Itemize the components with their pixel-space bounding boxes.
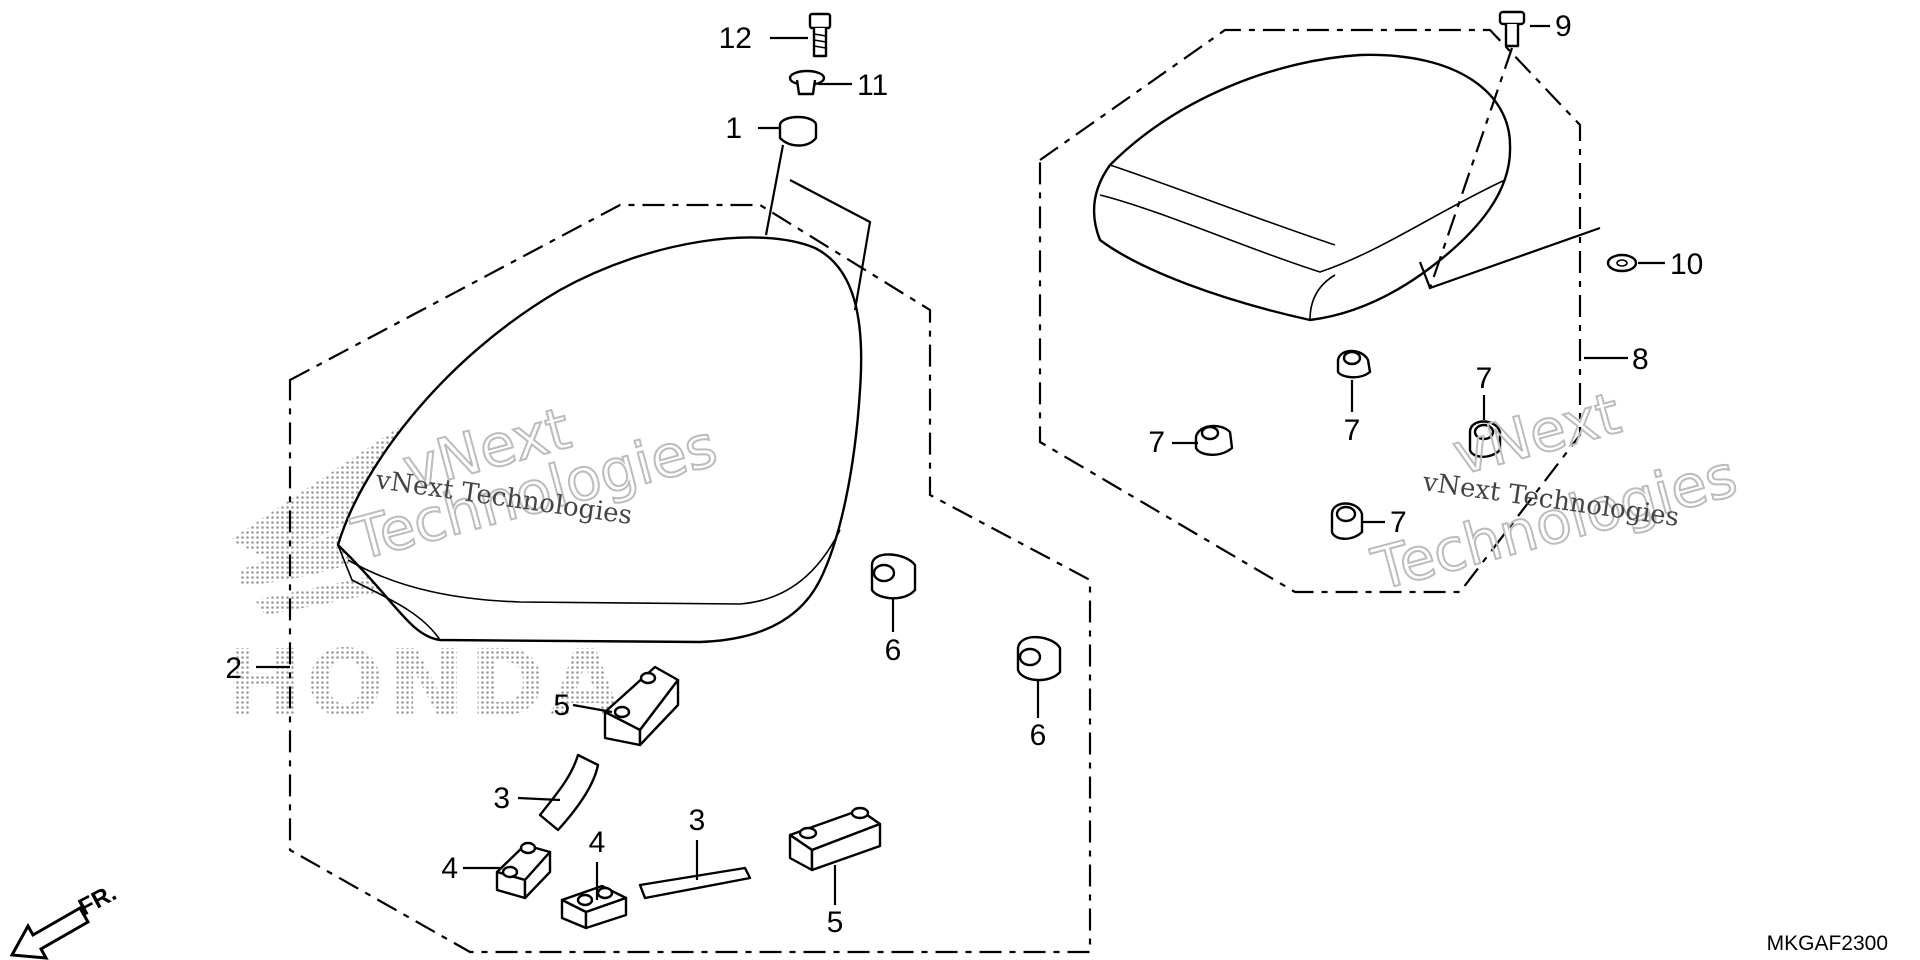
- cushion-7d: [1330, 502, 1364, 540]
- callout-7d: 7: [1390, 506, 1407, 539]
- callout-7c: 7: [1476, 362, 1493, 395]
- callout-8: 8: [1632, 343, 1649, 376]
- callout-1: 1: [725, 112, 742, 145]
- block-4a: [495, 841, 552, 900]
- callout-4a: 4: [441, 852, 458, 885]
- cushion-6b: [1016, 635, 1062, 682]
- strip-3a: [538, 753, 600, 832]
- washer-10: [1606, 253, 1638, 273]
- rear-seat-part: [1092, 53, 1512, 322]
- callout-4b: 4: [589, 826, 606, 859]
- callout-7b: 7: [1344, 414, 1361, 447]
- bolt-9: [1498, 10, 1526, 48]
- callout-10: 10: [1670, 248, 1703, 281]
- callout-3b: 3: [689, 804, 706, 837]
- callout-2: 2: [225, 652, 242, 685]
- rubber-block-5a: [603, 665, 680, 747]
- cushion-7a: [1194, 424, 1234, 456]
- grommet-1: [778, 115, 818, 147]
- cushion-6a: [870, 553, 917, 600]
- callout-12: 12: [719, 22, 752, 55]
- callout-5b: 5: [827, 906, 844, 939]
- callout-6b: 6: [1030, 719, 1047, 752]
- cushion-7c: [1468, 420, 1502, 458]
- collar-11: [788, 69, 826, 96]
- callout-7a: 7: [1148, 426, 1165, 459]
- mount-line-1: [764, 144, 872, 311]
- mount-line-10: [1418, 226, 1601, 290]
- callout-9: 9: [1555, 10, 1572, 43]
- rubber-block-5b: [788, 806, 882, 872]
- mount-line-9: [1428, 47, 1514, 289]
- watermark-outline-vnext-right: vNext: [1446, 379, 1627, 489]
- strip-3b: [638, 866, 752, 900]
- bolt-12: [808, 12, 832, 58]
- callout-11: 11: [857, 69, 888, 102]
- block-4b: [560, 884, 628, 930]
- drawing-code: MKGAF2300: [1767, 932, 1888, 955]
- callout-6a: 6: [885, 634, 902, 667]
- watermark-outline-tech-right: Technologies: [1365, 441, 1743, 603]
- rear-seat-group-boundary: [1038, 28, 1582, 594]
- callout-3a: 3: [493, 782, 510, 815]
- front-direction-arrow: FR.: [9, 879, 121, 960]
- front-seat-part: [336, 236, 863, 644]
- cushion-7b: [1336, 349, 1372, 379]
- leader-lines: [256, 24, 1665, 905]
- front-seat-group-boundary: [288, 203, 1092, 954]
- callout-5a: 5: [553, 689, 570, 722]
- callouts: 12 11 1 2 5 3 4 4 3 5 6 6 9 10 8 7 7 7 7: [225, 10, 1703, 939]
- watermark-right: vNext Technologies vNext Technologies: [1364, 378, 1744, 605]
